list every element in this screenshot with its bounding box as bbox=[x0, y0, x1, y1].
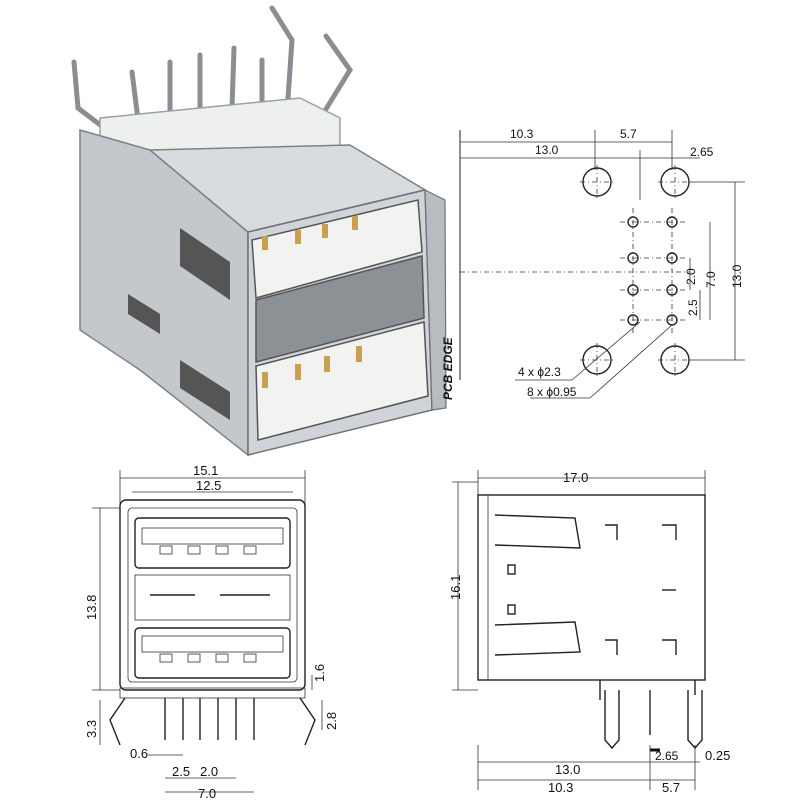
side-pins bbox=[599, 680, 703, 750]
dim-5-7: 5.7 bbox=[620, 127, 637, 141]
side-body-outline bbox=[477, 494, 706, 681]
side-view: 17.0 16.1 bbox=[448, 470, 730, 795]
pcb-mounting-holes bbox=[580, 165, 692, 377]
dim-2-0-pins: 2.0 bbox=[200, 764, 218, 779]
side-windows bbox=[507, 524, 677, 655]
dim-2-0: 2.0 bbox=[684, 268, 698, 285]
dim-2-65: 2.65 bbox=[690, 145, 714, 159]
leader-line-2 bbox=[589, 324, 673, 399]
pcb-layout-view: 10.3 5.7 13.0 2.65 bbox=[441, 127, 745, 400]
label-large-holes: 4 x ϕ2.3 bbox=[518, 365, 561, 379]
side-upper-spring bbox=[494, 514, 581, 549]
dim-3-3: 3.3 bbox=[84, 720, 99, 738]
render-right-flange bbox=[424, 189, 447, 411]
side-lower-spring bbox=[494, 621, 581, 656]
dim-7-0: 7.0 bbox=[704, 271, 718, 288]
dim-13-8: 13.8 bbox=[84, 595, 99, 620]
dim-15-1: 15.1 bbox=[193, 463, 218, 478]
dim-2-8: 2.8 bbox=[324, 712, 339, 730]
dim-10-3: 10.3 bbox=[510, 127, 534, 141]
front-lower-contacts bbox=[159, 653, 257, 663]
render-side-slots bbox=[128, 228, 230, 420]
dim-2-65-side: 2.65 bbox=[655, 749, 679, 763]
front-upper-contacts bbox=[159, 545, 257, 555]
front-left-leg bbox=[109, 697, 126, 746]
front-middle-band bbox=[134, 574, 291, 621]
dim-7-0-pins: 7.0 bbox=[198, 786, 216, 800]
connector-3d-render bbox=[71, 5, 447, 457]
front-shell-outer bbox=[119, 499, 306, 691]
front-upper-port bbox=[134, 517, 291, 569]
render-lower-port bbox=[255, 321, 429, 441]
dim-17-0: 17.0 bbox=[563, 470, 588, 485]
label-small-holes: 8 x ϕ0.95 bbox=[527, 385, 577, 399]
dim-1-6: 1.6 bbox=[312, 664, 327, 682]
front-right-leg bbox=[299, 697, 316, 746]
render-middle-band bbox=[255, 255, 425, 363]
front-lower-port bbox=[134, 627, 291, 679]
dim-13-0-side: 13.0 bbox=[555, 762, 580, 777]
pcb-edge-label: PCB EDGE bbox=[441, 336, 455, 400]
leader-line-1 bbox=[571, 321, 641, 381]
dim-13-0: 13.0 bbox=[535, 143, 559, 157]
dim-12-5: 12.5 bbox=[196, 478, 221, 493]
dim-5-7-side: 5.7 bbox=[662, 780, 680, 795]
render-upper-contacts bbox=[262, 216, 358, 250]
dim-10-3-side: 10.3 bbox=[548, 780, 573, 795]
dim-2-5-pins: 2.5 bbox=[172, 764, 190, 779]
dim-0-6: 0.6 bbox=[130, 746, 148, 761]
front-view: 15.1 12.5 13.8 bbox=[84, 463, 339, 801]
dim-2-5: 2.5 bbox=[686, 299, 700, 316]
render-upper-port bbox=[251, 199, 423, 299]
dim-16-1: 16.1 bbox=[448, 575, 463, 600]
dim-13-0-vertical: 13.0 bbox=[730, 264, 744, 288]
render-lower-contacts bbox=[262, 346, 362, 388]
pcb-signal-holes bbox=[620, 208, 685, 334]
front-pins bbox=[164, 698, 255, 740]
dim-0-25: 0.25 bbox=[705, 748, 730, 763]
